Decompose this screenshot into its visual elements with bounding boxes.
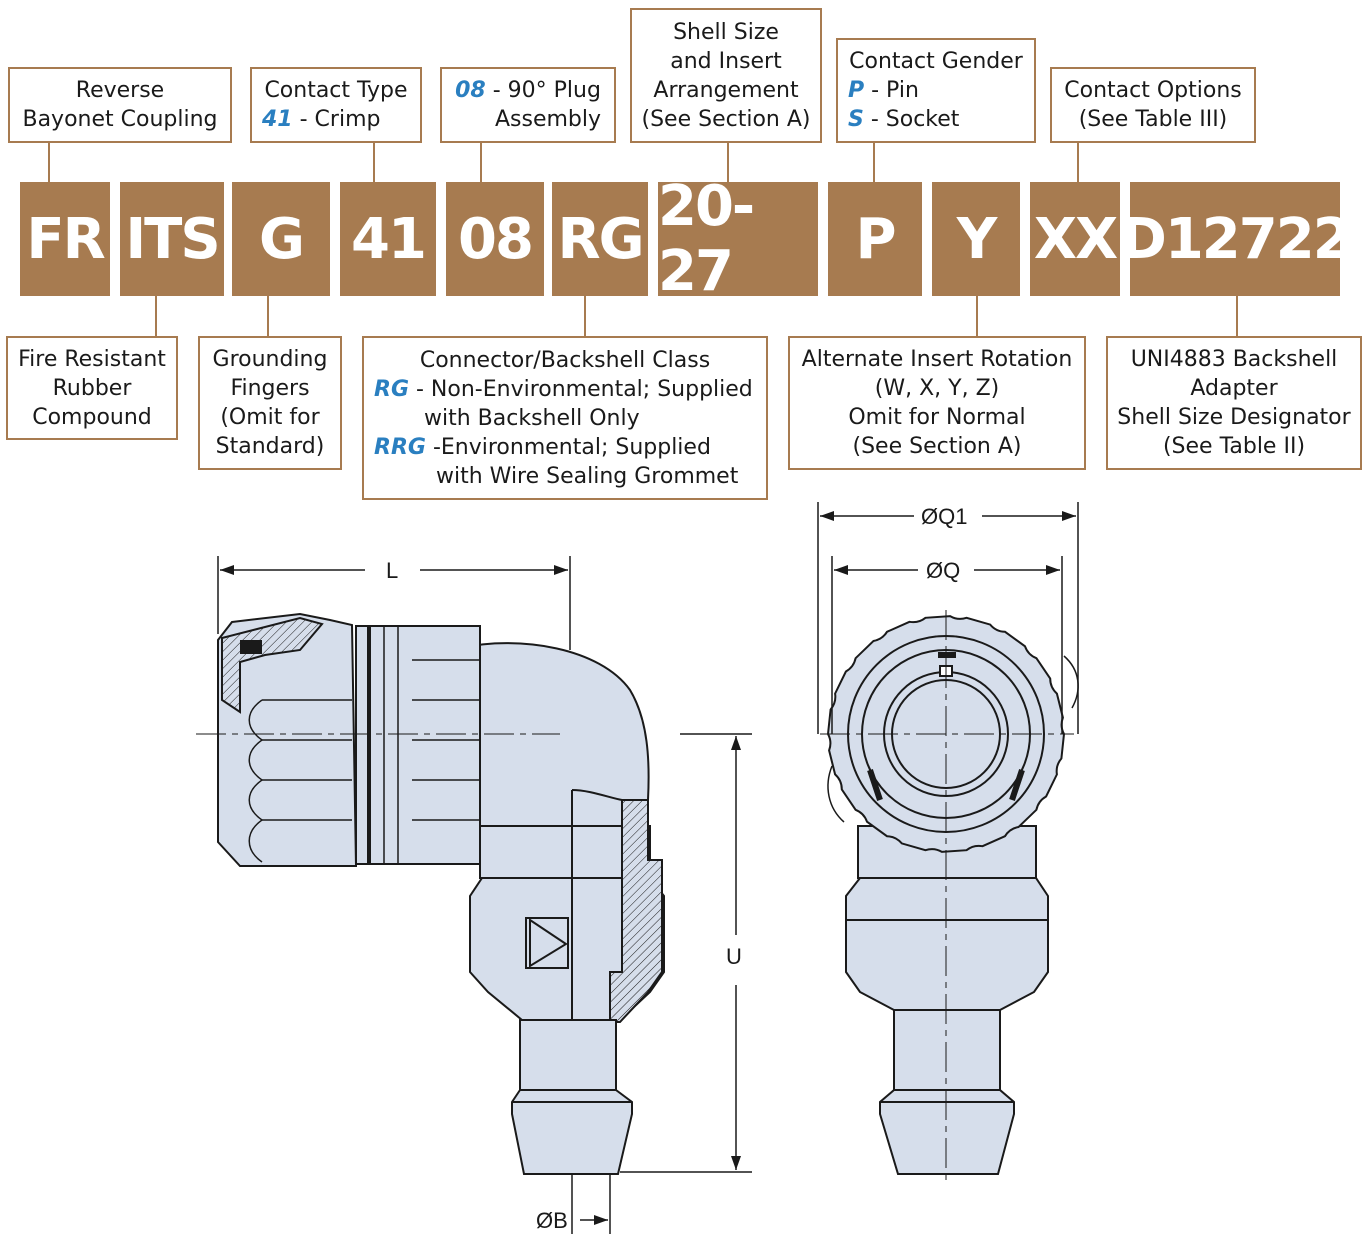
front-view xyxy=(820,610,1079,1180)
connector-line xyxy=(584,296,586,336)
segment-y: Y xyxy=(932,182,1020,296)
backshell-section xyxy=(609,799,663,1023)
segment-g: G xyxy=(232,182,330,296)
segment-its: ITS xyxy=(120,182,224,296)
segment-41: 41 xyxy=(340,182,436,296)
segment-rg: RG xyxy=(552,182,648,296)
label-insert-rotation: Alternate Insert Rotation (W, X, Y, Z) O… xyxy=(788,336,1086,470)
label-reverse-bayonet-coupling: Reverse Bayonet Coupling xyxy=(8,67,232,143)
connector-line xyxy=(873,143,875,182)
dim-L-label: L xyxy=(386,558,398,583)
connector-line xyxy=(480,143,482,182)
dim-L xyxy=(217,556,571,650)
connector-line xyxy=(155,296,157,336)
segment-08: 08 xyxy=(446,182,544,296)
side-view xyxy=(196,612,665,1175)
dim-Q1 xyxy=(817,502,1079,734)
label-fire-resistant: Fire Resistant Rubber Compound xyxy=(6,336,178,440)
label-contact-gender: Contact Gender P - Pin S - Socket xyxy=(836,38,1036,143)
dim-U xyxy=(620,733,752,1173)
tail-tube xyxy=(511,1019,633,1175)
connector-line xyxy=(48,143,50,182)
segment-xx: XX xyxy=(1030,182,1120,296)
grounding-ring xyxy=(355,625,369,865)
label-contact-type: Contact Type 41 - Crimp xyxy=(250,67,422,143)
connector-line xyxy=(373,143,375,182)
connector-line xyxy=(976,296,978,336)
dim-B xyxy=(571,1174,611,1234)
label-backshell-class: Connector/Backshell Class RG - Non-Envir… xyxy=(362,336,768,500)
connector-line xyxy=(1236,296,1238,336)
connector-line xyxy=(727,143,729,182)
dim-Q xyxy=(831,556,1063,734)
front-hex xyxy=(845,877,1049,1011)
front-tail xyxy=(879,999,1015,1175)
label-backshell-adapter: UNI4883 Backshell Adapter Shell Size Des… xyxy=(1106,336,1362,470)
ring-band xyxy=(369,625,481,865)
dim-Q-label: ØQ xyxy=(926,558,960,583)
label-shell-size: Shell Size and Insert Arrangement (See S… xyxy=(630,8,822,143)
dim-B-label: ØB xyxy=(536,1208,568,1233)
dim-Q1-label: ØQ1 xyxy=(921,504,967,529)
label-contact-options: Contact Options (See Table III) xyxy=(1050,67,1256,143)
segment-d12722: D12722 xyxy=(1120,182,1352,296)
connector-line xyxy=(1077,143,1079,182)
segment-20-27: 20-27 xyxy=(658,174,818,304)
label-plug-assembly: 08 - 90° Plug Assembly xyxy=(440,67,616,143)
dim-U-label: U xyxy=(726,944,742,969)
segment-p: P xyxy=(828,182,922,296)
segment-fr: FR xyxy=(20,182,110,296)
connector-line xyxy=(267,296,269,336)
label-grounding-fingers: Grounding Fingers (Omit for Standard) xyxy=(198,336,342,470)
